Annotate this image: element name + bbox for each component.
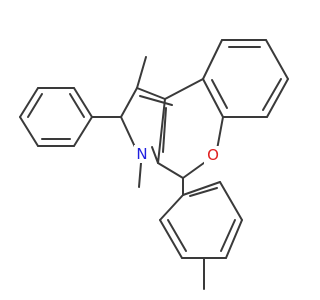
methyl-bond-c1	[136, 56, 147, 89]
tolyl-ring	[159, 177, 243, 290]
oxygen-label: O	[207, 146, 219, 164]
oxygen-atom: O	[204, 146, 222, 164]
molecule-canvas: N O	[19, 39, 289, 290]
nitrogen-atom: N	[134, 145, 150, 163]
methyl-bond-n	[138, 162, 142, 188]
structure-diagram: N O	[19, 39, 289, 290]
pyran-ring	[157, 78, 224, 179]
pyrrole-ring	[120, 87, 173, 164]
benzo-ring	[202, 39, 289, 118]
nitrogen-label: N	[136, 145, 147, 163]
phenyl-ring	[19, 87, 122, 147]
